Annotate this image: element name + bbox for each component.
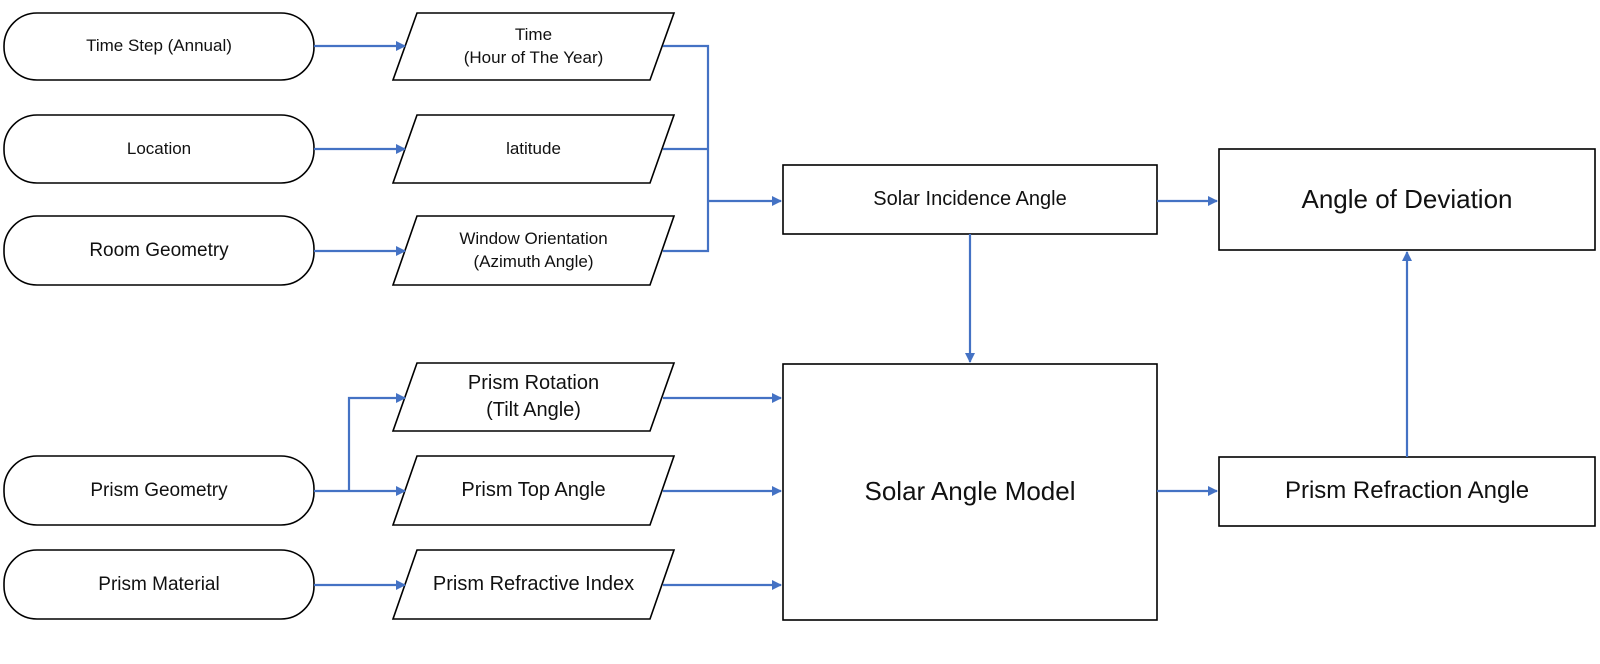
process-angle-of-deviation: Angle of Deviation <box>1301 183 1513 214</box>
input-prism-material: Prism Material <box>98 573 220 595</box>
arrow-prism-geometry-to-prism-rotation <box>347 393 406 491</box>
param-window-orientation: Window Orientation (Azimuth Angle) <box>459 228 608 271</box>
connector-window-orientation-to-merge <box>663 201 710 253</box>
param-shape-prism-top-angle <box>391 455 676 526</box>
param-prism-refractive-index: Prism Refractive Index <box>432 573 635 595</box>
input-prism-geometry: Prism Geometry <box>90 479 228 501</box>
param-shape-prism-rotation <box>391 362 676 432</box>
input-room-geometry: Room Geometry <box>89 239 229 261</box>
input-time-step: Time Step (Annual) <box>86 36 232 56</box>
param-prism-top-angle: Prism Top Angle <box>461 479 606 501</box>
param-prism-rotation: Prism Rotation (Tilt Angle) <box>467 372 600 421</box>
process-prism-refraction-angle: Prism Refraction Angle <box>1284 477 1530 505</box>
param-time: Time (Hour of The Year) <box>463 24 604 67</box>
process-solar-angle-model: Solar Angle Model <box>864 476 1076 507</box>
param-shape-prism-refractive-index <box>391 549 676 620</box>
param-latitude: latitude <box>506 138 561 158</box>
input-location: Location <box>126 138 192 158</box>
param-shape-time <box>391 12 676 81</box>
process-solar-incidence-angle: Solar Incidence Angle <box>873 188 1067 210</box>
process-shape-solar-incidence-angle <box>782 164 1158 235</box>
param-shape-window-orientation <box>391 215 676 286</box>
param-shape-latitude <box>391 114 676 184</box>
process-shape-angle-of-deviation <box>1218 148 1596 251</box>
process-shape-prism-refraction-angle <box>1218 456 1596 527</box>
